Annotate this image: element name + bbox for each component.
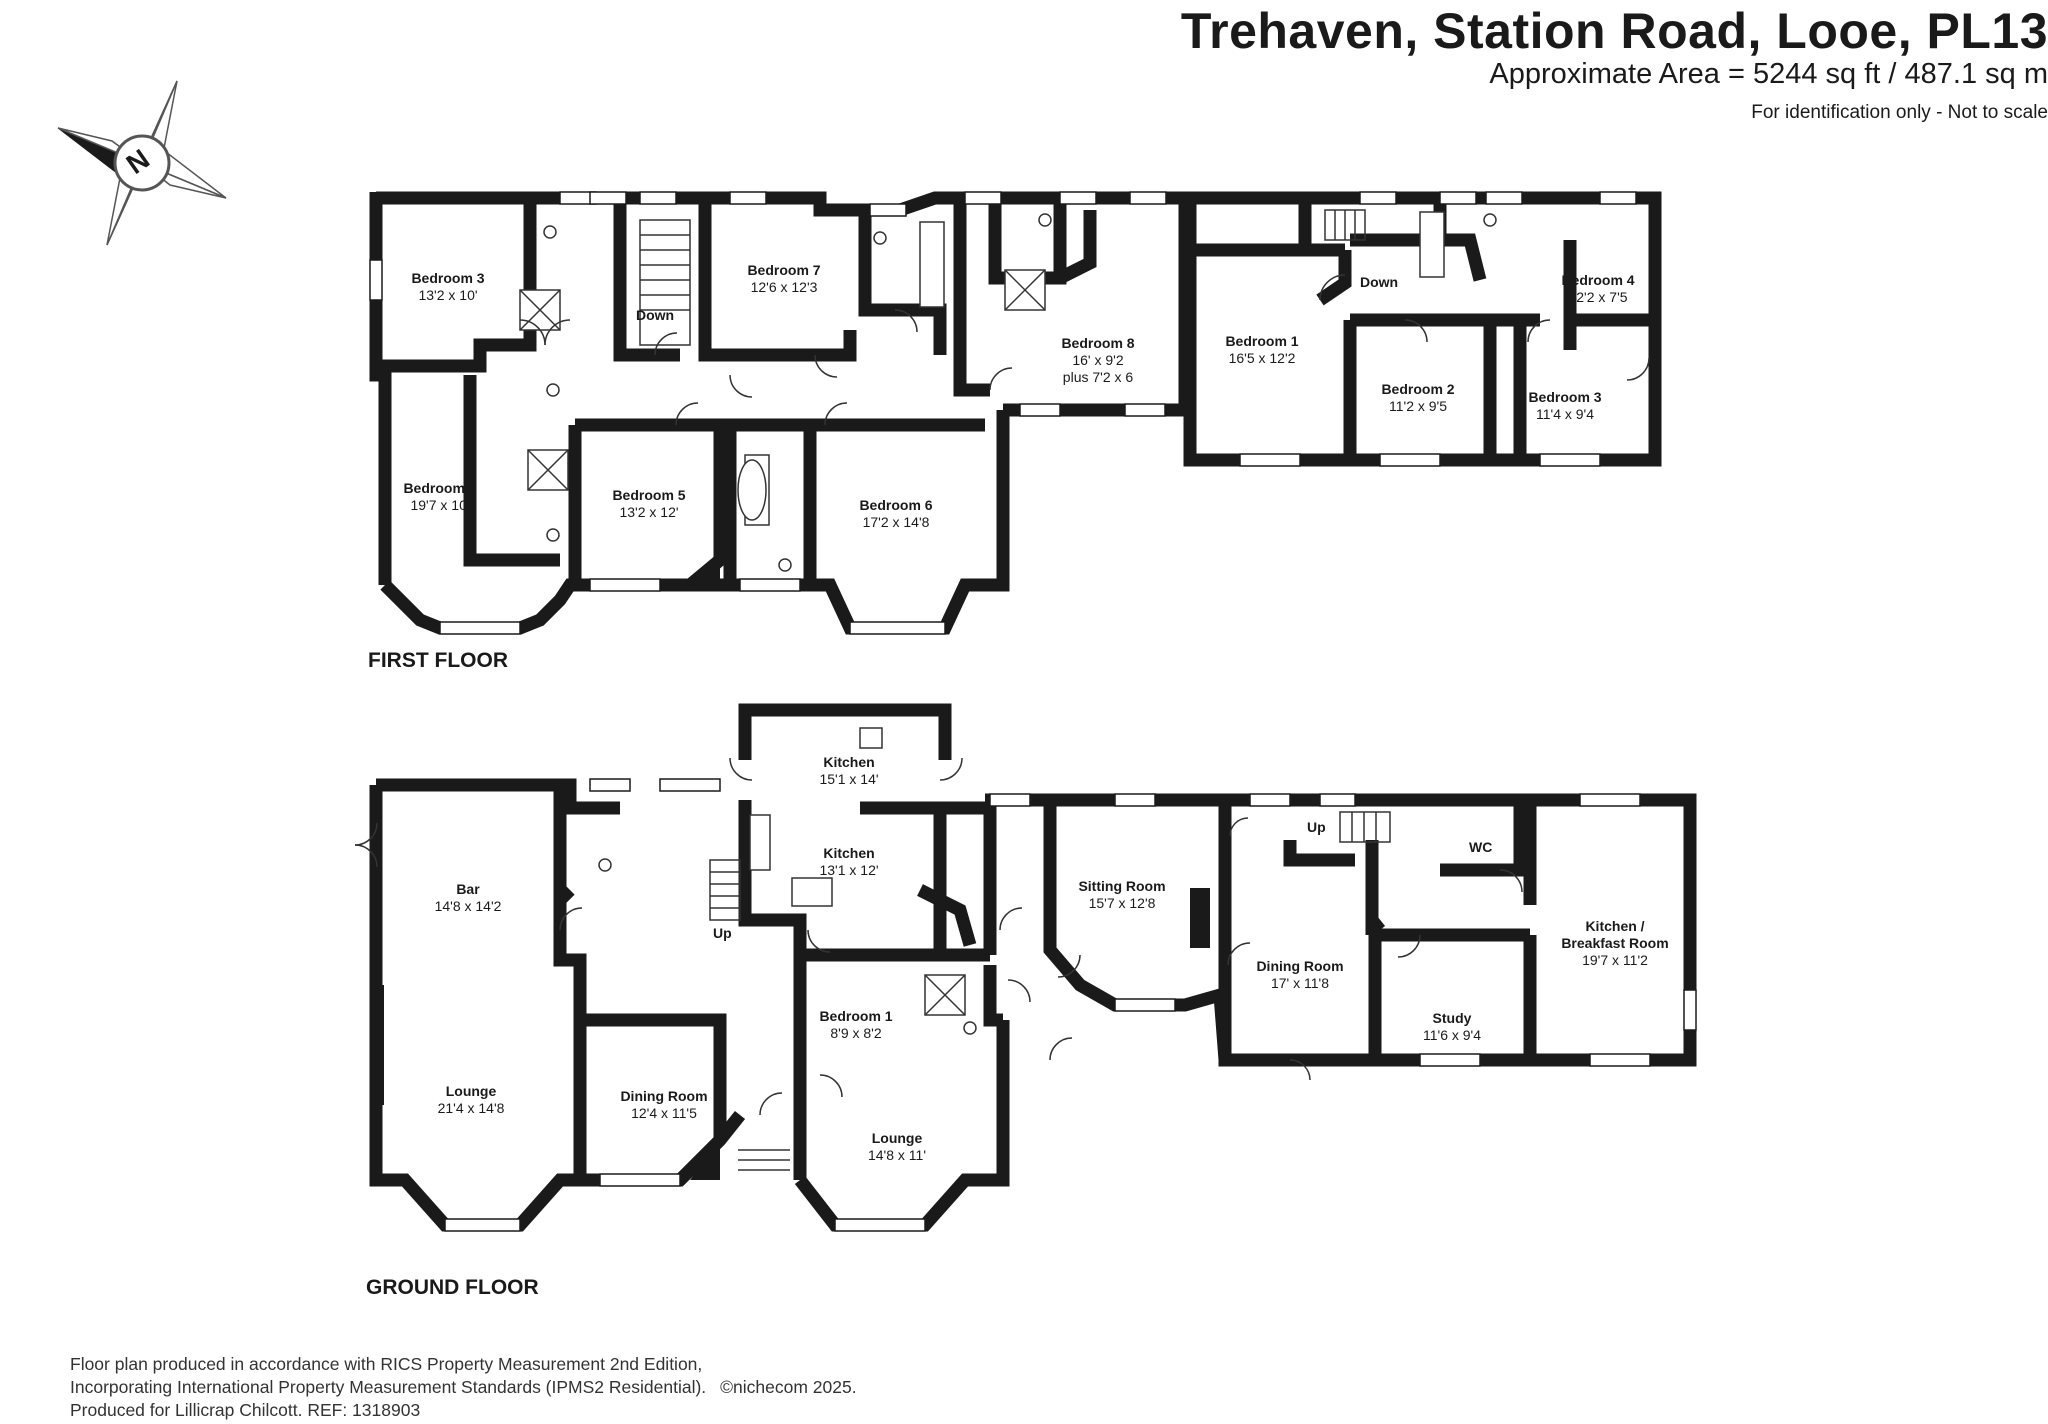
- room-name: Lounge: [871, 1130, 923, 1146]
- stair-label-up: Up: [1307, 819, 1326, 835]
- room-label: Bedroom 1 8'9 x 8'2: [819, 1008, 892, 1042]
- nichecom-logo: ©nichecom 2025.: [720, 1377, 857, 1397]
- wc-label: WC: [1469, 839, 1493, 855]
- room-dimensions: 17' x 11'8: [1270, 975, 1330, 991]
- room-name: Kitchen /: [1585, 918, 1645, 934]
- room-dimensions: 19'7 x 10': [410, 497, 470, 513]
- room-dimensions: 16'5 x 12'2: [1228, 350, 1296, 366]
- room-label: Kitchen 13'1 x 12': [819, 845, 878, 879]
- room-name: Bedroom 4: [1561, 272, 1635, 288]
- room-name: Bedroom 3: [1528, 389, 1602, 405]
- approximate-area: Approximate Area = 5244 sq ft / 487.1 sq…: [1489, 58, 2048, 90]
- room-label: Bedroom 7 12'6 x 12'3: [747, 262, 820, 296]
- room-dimensions: 12'2 x 7'5: [1568, 289, 1628, 305]
- room-dimensions: 19'7 x 11'2: [1582, 952, 1648, 968]
- room-dimensions: 11'4 x 9'4: [1535, 406, 1595, 422]
- room-dimensions: 16' x 9'2: [1072, 352, 1124, 368]
- room-dimensions: 14'8 x 14'2: [434, 898, 502, 914]
- room-dimensions: 13'2 x 12': [619, 504, 679, 520]
- room-dimensions: 13'1 x 12': [819, 862, 879, 878]
- room-name: Dining Room: [620, 1088, 708, 1104]
- room-name: Bar: [456, 881, 480, 897]
- room-name: Kitchen: [823, 845, 875, 861]
- room-name: Lounge: [445, 1083, 497, 1099]
- stair-label-down: Down: [1360, 274, 1399, 290]
- room-label: Bedroom 3 11'4 x 9'4: [1528, 389, 1601, 423]
- footer-credits: Floor plan produced in accordance with R…: [70, 1353, 857, 1422]
- first-floor-label: FIRST FLOOR: [368, 649, 508, 672]
- room-label: Study 11'6 x 9'4: [1423, 1010, 1481, 1044]
- room-label: Lounge 21'4 x 14'8: [438, 1083, 505, 1117]
- room-label: Dining Room 17' x 11'8: [1256, 958, 1343, 992]
- room-dimensions: 12'4 x 11'5: [631, 1105, 697, 1121]
- room-dimensions: 13'2 x 10': [418, 287, 478, 303]
- room-name: Bedroom 8: [1061, 335, 1135, 351]
- room-label: Lounge 14'8 x 11': [868, 1130, 926, 1164]
- stair-label-down: Down: [636, 307, 675, 323]
- room-dimensions: 21'4 x 14'8: [437, 1100, 505, 1116]
- room-name: Dining Room: [1256, 958, 1344, 974]
- room-name: Study: [1432, 1010, 1472, 1026]
- room-label: Bedroom 3 13'2 x 10': [411, 270, 484, 304]
- footer-line-2: Incorporating International Property Mea…: [70, 1377, 707, 1397]
- footer-line-3: Produced for Lillicrap Chilcott. REF: 13…: [70, 1400, 421, 1420]
- room-label: Bedroom 1 16'5 x 12'2: [1225, 333, 1298, 367]
- room-label: Bedroom 2 11'2 x 9'5: [1381, 381, 1454, 415]
- room-dimensions: 15'1 x 14': [819, 771, 879, 787]
- room-name: Bedroom 1: [1225, 333, 1299, 349]
- footer-line-1: Floor plan produced in accordance with R…: [70, 1354, 703, 1374]
- room-name: Bedroom 2: [1381, 381, 1455, 397]
- room-extra-dimensions: plus 7'2 x 6: [1062, 369, 1134, 385]
- room-name: Bedroom 7: [747, 262, 821, 278]
- room-name: Kitchen: [823, 754, 875, 770]
- room-dimensions: 15'7 x 12'8: [1088, 895, 1156, 911]
- room-label: Bedroom 4 19'7 x 10': [403, 480, 476, 514]
- room-name-line2: Breakfast Room: [1561, 935, 1669, 951]
- room-dimensions: 11'6 x 9'4: [1422, 1027, 1482, 1043]
- room-label: Bedroom 5 13'2 x 12': [612, 487, 685, 521]
- room-label: Sitting Room 15'7 x 12'8: [1078, 878, 1165, 912]
- room-name: Bedroom 6: [859, 497, 933, 513]
- room-name: Sitting Room: [1078, 878, 1166, 894]
- ground-floor-label: GROUND FLOOR: [366, 1276, 539, 1299]
- room-dimensions: 17'2 x 14'8: [862, 514, 930, 530]
- room-name: Bedroom 1: [819, 1008, 893, 1024]
- room-name: Bedroom 3: [411, 270, 485, 286]
- room-label: Bedroom 8 16' x 9'2 plus 7'2 x 6: [1061, 335, 1134, 386]
- room-dimensions: 12'6 x 12'3: [750, 279, 818, 295]
- room-dimensions: 8'9 x 8'2: [830, 1025, 882, 1041]
- room-label: Bedroom 4 12'2 x 7'5: [1561, 272, 1634, 306]
- room-label: Dining Room 12'4 x 11'5: [620, 1088, 707, 1122]
- stair-label-up: Up: [713, 925, 732, 941]
- room-name: Bedroom 5: [612, 487, 686, 503]
- room-dimensions: 11'2 x 9'5: [1388, 398, 1448, 414]
- room-label: Bar 14'8 x 14'2: [435, 881, 502, 915]
- room-name: Bedroom 4: [403, 480, 477, 496]
- room-label: Bedroom 6 17'2 x 14'8: [859, 497, 932, 531]
- scale-note: For identification only - Not to scale: [1751, 102, 2048, 123]
- room-dimensions: 14'8 x 11': [867, 1147, 927, 1163]
- room-label: Kitchen / Breakfast Room 19'7 x 11'2: [1561, 918, 1668, 969]
- compass-icon: [57, 80, 227, 246]
- page-title: Trehaven, Station Road, Looe, PL13: [1180, 3, 2048, 59]
- room-label: Kitchen 15'1 x 14': [819, 754, 878, 788]
